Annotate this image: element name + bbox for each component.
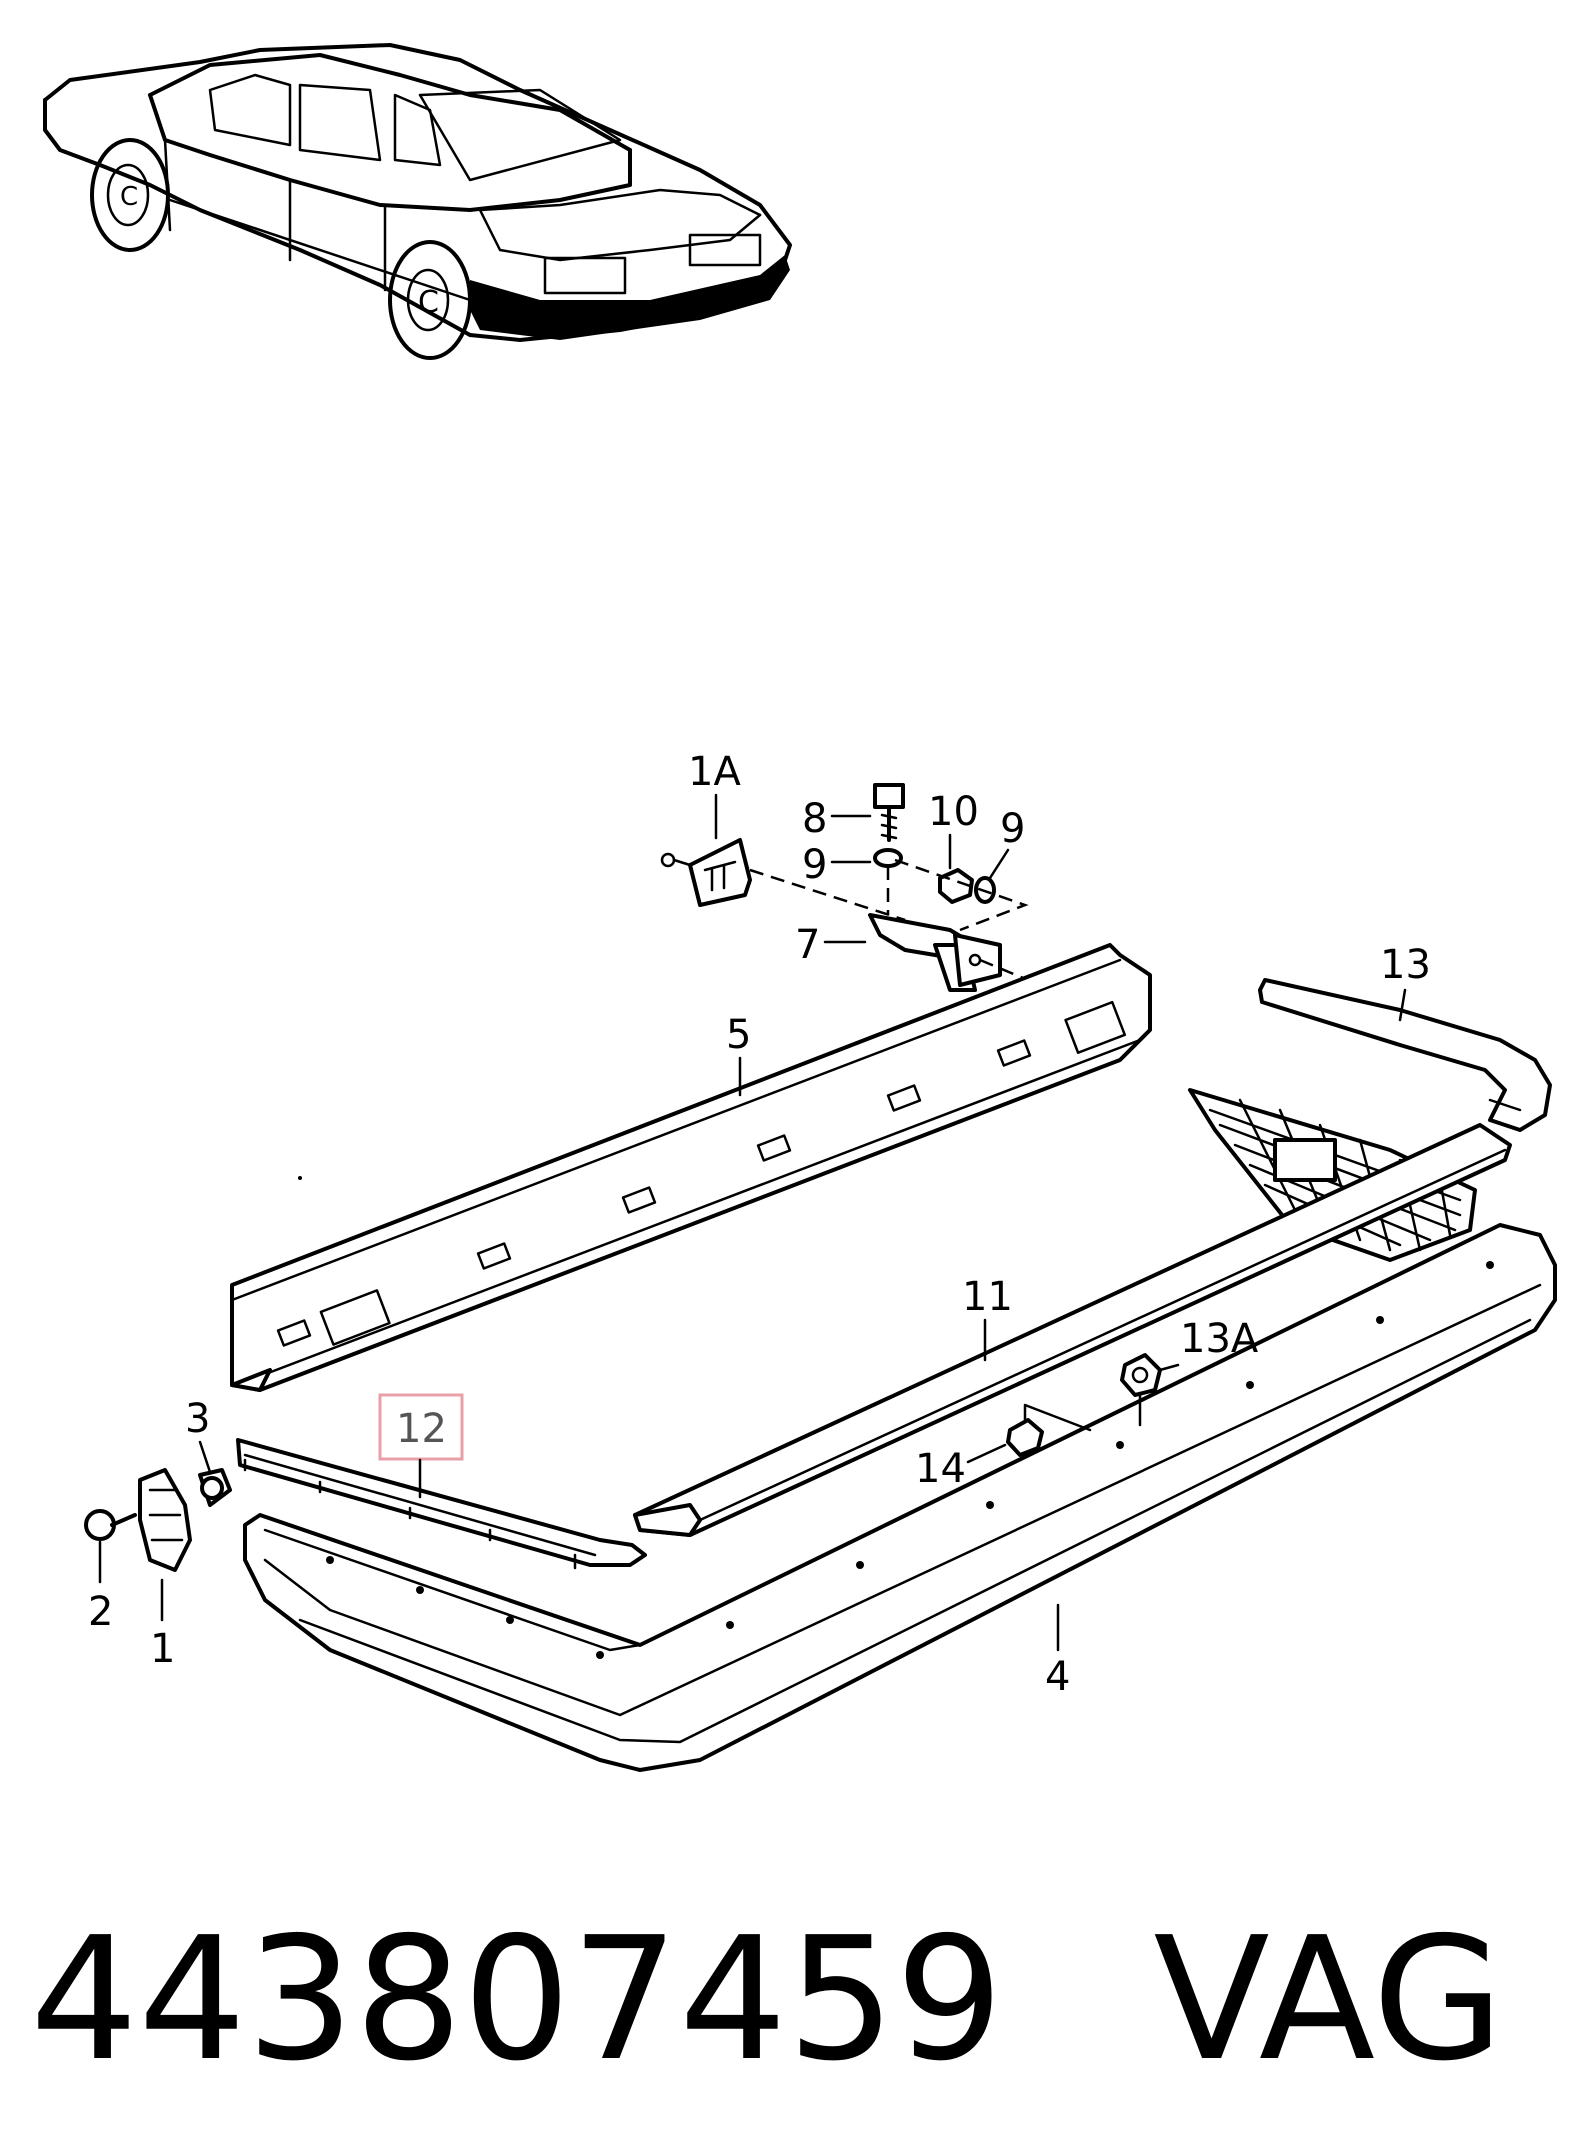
callout-12: 12 <box>378 1393 464 1499</box>
callout-8: 8 <box>802 796 872 842</box>
callout-10: 10 <box>928 789 979 870</box>
callout-1: 1 <box>150 1578 175 1672</box>
footer-caption: 443807459 VAG <box>30 1890 1550 2110</box>
svg-text:11: 11 <box>962 1274 1013 1320</box>
part-11-trim-strip <box>633 1123 1512 1537</box>
callout-12-highlight-box <box>378 1393 464 1461</box>
callout-2: 2 <box>88 1540 113 1635</box>
callout-14: 14 <box>915 1443 1007 1492</box>
part-number: 443807459 <box>30 1901 1004 2099</box>
svg-text:12: 12 <box>396 1406 447 1452</box>
callout-9-left: 9 <box>802 842 872 888</box>
part-13-side-trim <box>1258 978 1552 1132</box>
callout-13A: 13A <box>1158 1316 1259 1372</box>
svg-text:1A: 1A <box>688 749 741 795</box>
svg-text:2: 2 <box>88 1589 113 1635</box>
wheel-hub-letter: C <box>418 285 439 320</box>
callout-4: 4 <box>1045 1603 1070 1700</box>
callout-5: 5 <box>726 1012 751 1097</box>
brand-name: VAG <box>1153 1901 1504 2099</box>
svg-text:3: 3 <box>185 1396 210 1442</box>
fasteners-group <box>84 1353 1162 1572</box>
stray-dot <box>298 1176 302 1180</box>
wheel-hub-letter-front: C <box>120 182 138 212</box>
callout-1A: 1A <box>688 749 741 840</box>
svg-text:5: 5 <box>726 1012 751 1058</box>
svg-text:1: 1 <box>150 1626 175 1672</box>
callout-13: 13 <box>1380 942 1431 1022</box>
svg-text:4: 4 <box>1045 1654 1070 1700</box>
svg-text:9: 9 <box>1000 806 1025 852</box>
car-overview-illustration: C C <box>43 43 792 360</box>
svg-text:9: 9 <box>802 842 827 888</box>
part-4-bumper-cover <box>243 1223 1557 1772</box>
svg-text:10: 10 <box>928 789 979 835</box>
callout-11: 11 <box>962 1274 1013 1362</box>
svg-text:13: 13 <box>1380 942 1431 988</box>
callout-3: 3 <box>185 1396 212 1474</box>
svg-text:13A: 13A <box>1180 1316 1259 1362</box>
part-5-reinforcement <box>230 943 1152 1392</box>
svg-text:14: 14 <box>915 1446 966 1492</box>
svg-text:8: 8 <box>802 796 827 842</box>
callout-9-right: 9 <box>988 806 1025 880</box>
part-12-trim-strip <box>236 1438 647 1570</box>
svg-text:7: 7 <box>795 922 820 968</box>
callout-7: 7 <box>795 922 867 968</box>
